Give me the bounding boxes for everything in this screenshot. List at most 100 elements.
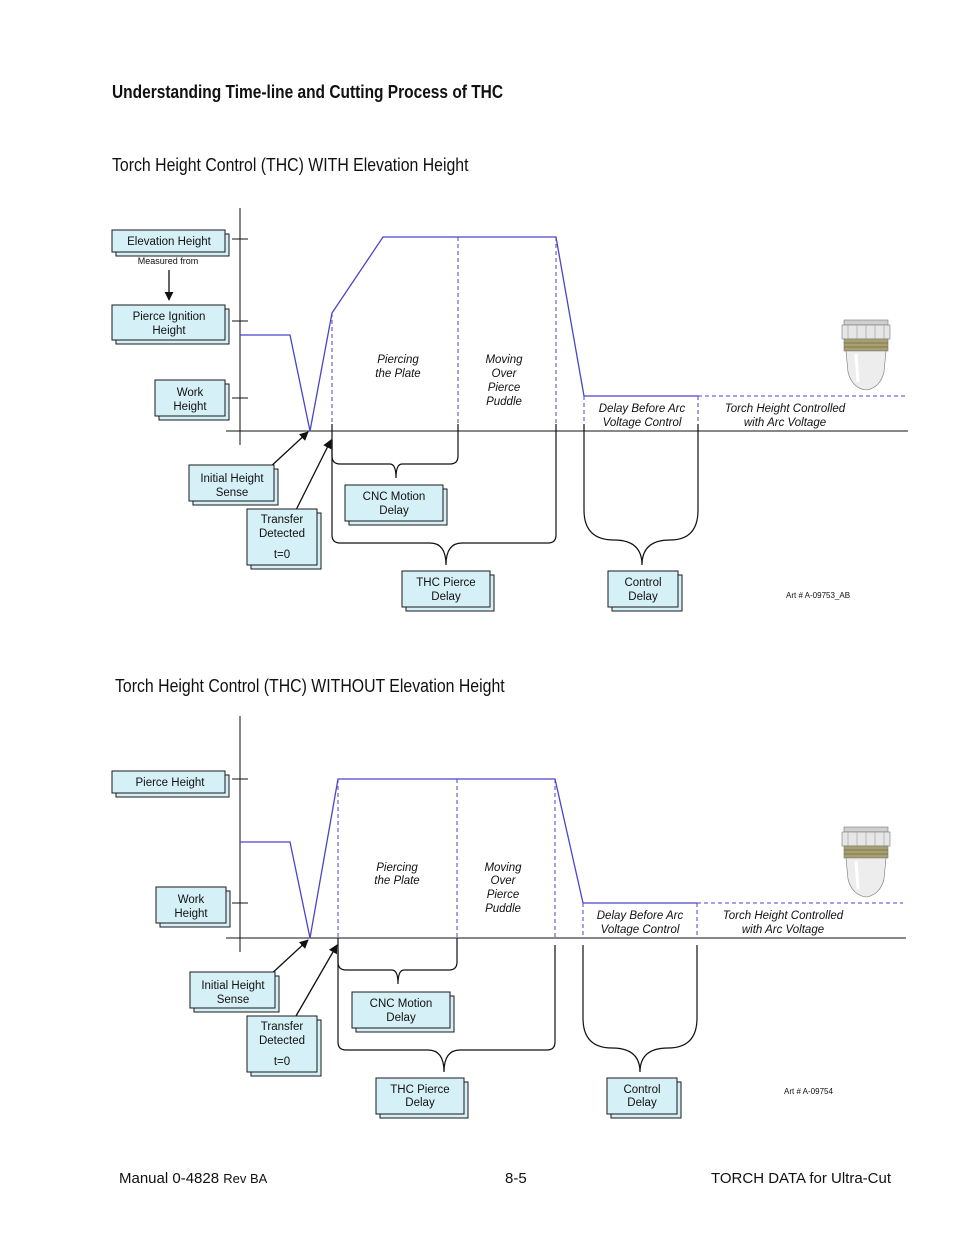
svg-text:Elevation Height: Elevation Height [127,236,212,248]
diagram2-cnc-brace [337,950,458,985]
svg-text:Delay: Delay [628,591,658,603]
diagram2-torch-height-controlled-label: Torch Height Controlled with Arc Voltage [723,910,844,936]
diagram2-control-delay-box: Control Delay [606,1077,682,1119]
svg-text:Delay Before Arc: Delay Before Arc [597,910,684,922]
diagram2-thc-brace [337,950,556,1073]
svg-text:Pierce Ignition: Pierce Ignition [133,311,206,323]
diagram1-title: Torch Height Control (THC) WITH Elevatio… [112,155,469,175]
svg-text:THC Pierce: THC Pierce [416,577,475,589]
svg-text:Torch Height Controlled: Torch Height Controlled [725,403,846,415]
pierce-height-box: Pierce Height [111,770,230,798]
footer-section: TORCH DATA for Ultra-Cut [711,1170,892,1187]
svg-text:Torch Height Controlled: Torch Height Controlled [723,910,844,922]
svg-text:Piercing: Piercing [377,354,419,366]
diagram1-transfer-detected-box: Transfer Detected t=0 [246,508,322,570]
svg-text:with Arc Voltage: with Arc Voltage [744,417,826,429]
footer-page-number: 8-5 [505,1170,527,1187]
svg-text:Delay: Delay [405,1097,435,1109]
diagram2-initial-arrow [267,939,309,978]
svg-text:Piercing: Piercing [376,862,418,874]
svg-text:CNC Motion: CNC Motion [370,998,433,1010]
svg-text:Detected: Detected [259,1035,305,1047]
diagram2-moving-label: Moving Over Pierce Puddle [484,862,522,915]
diagram1-torch-icon [840,318,892,392]
svg-text:Detected: Detected [259,528,305,540]
svg-text:CNC Motion: CNC Motion [363,491,426,503]
diagram2-title: Torch Height Control (THC) WITHOUT Eleva… [115,676,505,696]
svg-text:with Arc Voltage: with Arc Voltage [742,924,824,936]
diagram2-cnc-motion-delay-box: CNC Motion Delay [351,991,455,1033]
diagram2-work-height-box: Work Height [155,886,231,928]
svg-text:the Plate: the Plate [374,875,419,887]
diagram1-torch-height-controlled-label: Torch Height Controlled with Arc Voltage [725,403,846,429]
diagram1-cnc-motion-delay-box: CNC Motion Delay [344,484,448,526]
svg-text:t=0: t=0 [274,1056,290,1068]
svg-text:Transfer: Transfer [261,514,304,526]
svg-text:Delay: Delay [627,1097,657,1109]
diagram1-art-number: Art # A-09753_AB [786,591,850,600]
diagram2-delay-before-arc-label: Delay Before Arc Voltage Control [597,910,684,936]
svg-text:Over: Over [491,875,517,887]
diagram1-initial-arrow [267,431,309,470]
diagram1-delay-before-arc-label: Delay Before Arc Voltage Control [599,403,686,429]
diagram2-piercing-label: Piercing the Plate [374,862,419,887]
page-heading: Understanding Time-line and Cutting Proc… [112,82,504,102]
diagram1-moving-label: Moving Over Pierce Puddle [485,354,523,408]
svg-text:Initial Height: Initial Height [201,980,265,992]
svg-text:Sense: Sense [216,487,249,499]
svg-text:Height: Height [152,325,186,337]
svg-text:Puddle: Puddle [485,903,521,915]
svg-text:Voltage Control: Voltage Control [603,417,682,429]
svg-text:Control: Control [624,577,661,589]
diagram2-art-number: Art # A-09754 [784,1087,833,1096]
svg-text:Delay Before Arc: Delay Before Arc [599,403,686,415]
footer-manual: Manual 0-4828 Rev BA [119,1170,267,1187]
svg-text:Delay: Delay [431,591,461,603]
svg-text:THC Pierce: THC Pierce [390,1084,449,1096]
svg-text:Moving: Moving [485,354,523,366]
svg-text:Over: Over [492,368,518,380]
svg-text:Pierce: Pierce [487,889,520,901]
svg-text:Moving: Moving [484,862,522,874]
diagram1-work-height-box: Work Height [154,379,230,421]
diagram1-control-brace [583,440,699,566]
diagram2-initial-height-sense-box: Initial Height Sense [189,971,280,1013]
diagram2-thc-pierce-delay-box: THC Pierce Delay [375,1077,469,1119]
diagram1-control-delay-box: Control Delay [607,570,683,612]
diagram1: Elevation Height Measured from Pierce Ig… [111,208,908,612]
svg-text:t=0: t=0 [274,549,290,561]
svg-text:Height: Height [174,908,208,920]
svg-text:Delay: Delay [379,505,409,517]
svg-text:Height: Height [173,401,207,413]
diagram1-height-profile [240,236,698,432]
elevation-height-box: Elevation Height [111,229,230,257]
diagram1-cnc-brace [331,440,459,479]
svg-text:Sense: Sense [217,994,250,1006]
diagram2-control-brace [582,952,698,1073]
diagram1-piercing-label: Piercing the Plate [375,354,420,380]
svg-text:Pierce: Pierce [488,382,521,394]
diagram1-thc-pierce-delay-box: THC Pierce Delay [401,570,495,612]
svg-text:Puddle: Puddle [486,396,522,408]
measured-from-label: Measured from [138,256,199,266]
svg-text:Transfer: Transfer [261,1021,304,1033]
svg-text:Control: Control [623,1084,660,1096]
diagram1-thc-brace [331,440,557,566]
svg-text:the Plate: the Plate [375,368,420,380]
svg-text:Initial Height: Initial Height [200,473,264,485]
diagram2-transfer-detected-box: Transfer Detected t=0 [246,1015,322,1077]
diagram2: Pierce Height Work Height Initial Height… [111,716,906,1119]
svg-text:Delay: Delay [386,1012,416,1024]
svg-text:Work: Work [178,894,205,906]
diagram2-transfer-arrow [295,944,338,1017]
svg-text:Pierce Height: Pierce Height [135,777,205,789]
svg-text:Voltage Control: Voltage Control [601,924,680,936]
footer-revision: Rev BA [223,1171,268,1186]
diagram1-initial-height-sense-box: Initial Height Sense [188,464,279,506]
diagram1-transfer-arrow [295,439,332,511]
svg-text:Work: Work [177,387,204,399]
diagram2-torch-icon [840,825,892,899]
pierce-ignition-height-box: Pierce Ignition Height [111,304,230,345]
footer-manual-number: Manual 0-4828 [119,1170,220,1187]
